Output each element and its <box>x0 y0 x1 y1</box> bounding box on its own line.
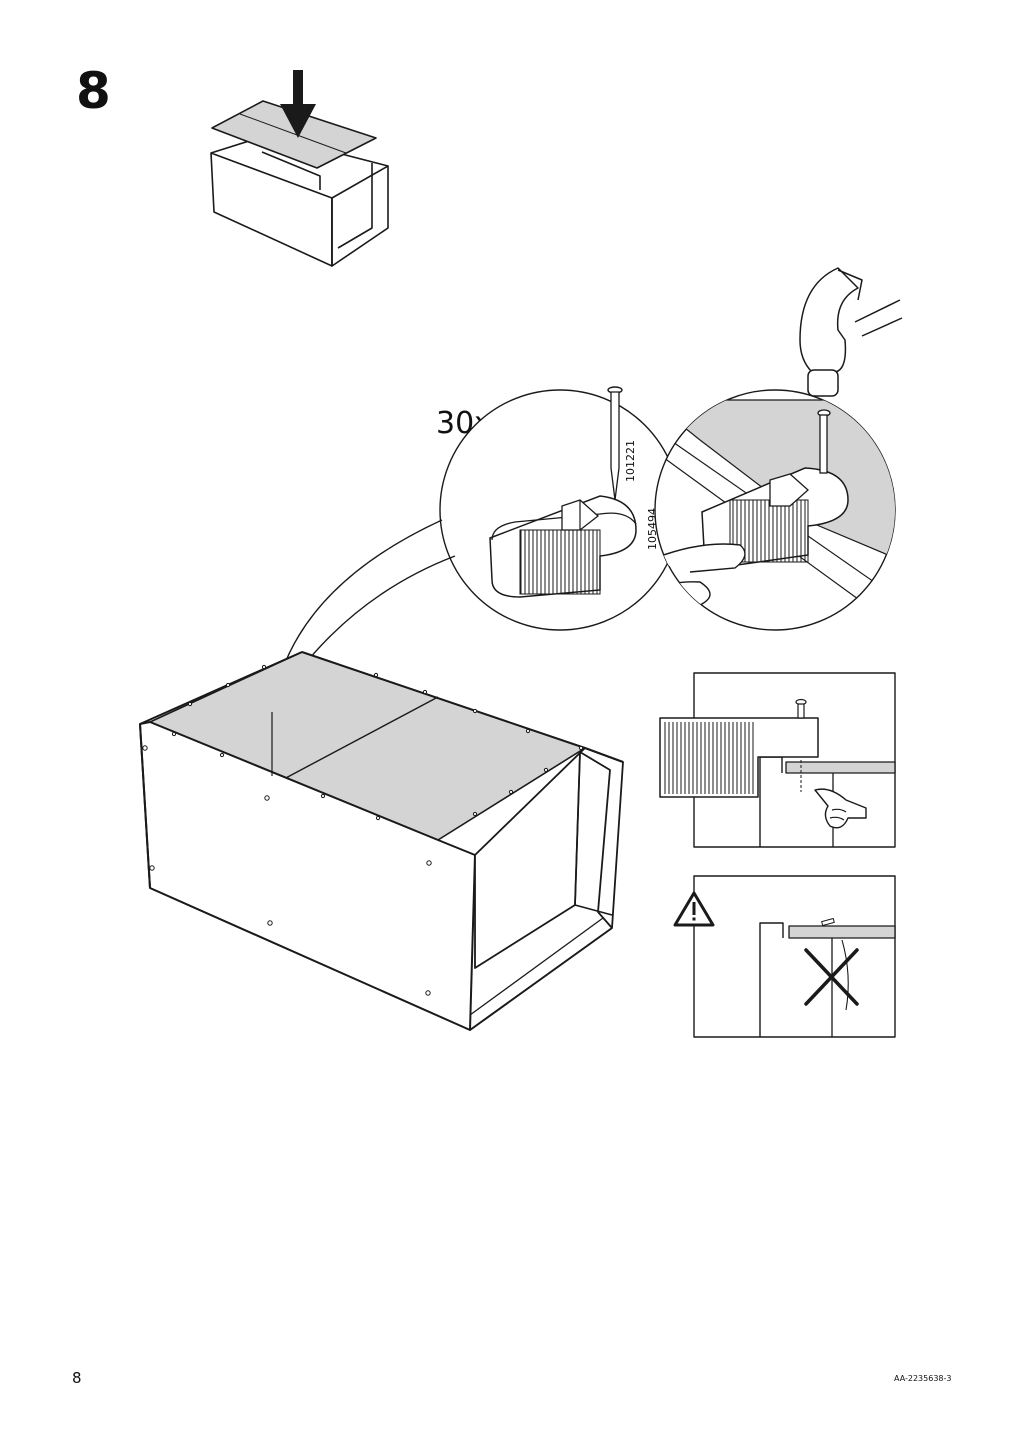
page-number: 8 <box>72 1369 82 1387</box>
document-code: AA-2235638-3 <box>894 1374 952 1383</box>
cross-mark-icon <box>804 948 859 1006</box>
step-number: 8 <box>76 62 111 120</box>
overview-cabinet <box>210 100 389 267</box>
nail-icon <box>607 386 623 501</box>
finger-press-icon <box>814 788 867 829</box>
main-cabinet <box>139 651 624 1031</box>
warning-triangle-icon <box>673 891 715 927</box>
nail-part-number: 101221 <box>624 440 637 482</box>
incorrect-placement-detail <box>693 875 896 1038</box>
bracket-detail-circle <box>439 389 681 631</box>
hammering-detail-circle <box>654 389 896 631</box>
down-arrow-icon <box>280 70 316 138</box>
hammer-icon <box>799 267 903 397</box>
correct-placement-detail <box>659 672 896 848</box>
